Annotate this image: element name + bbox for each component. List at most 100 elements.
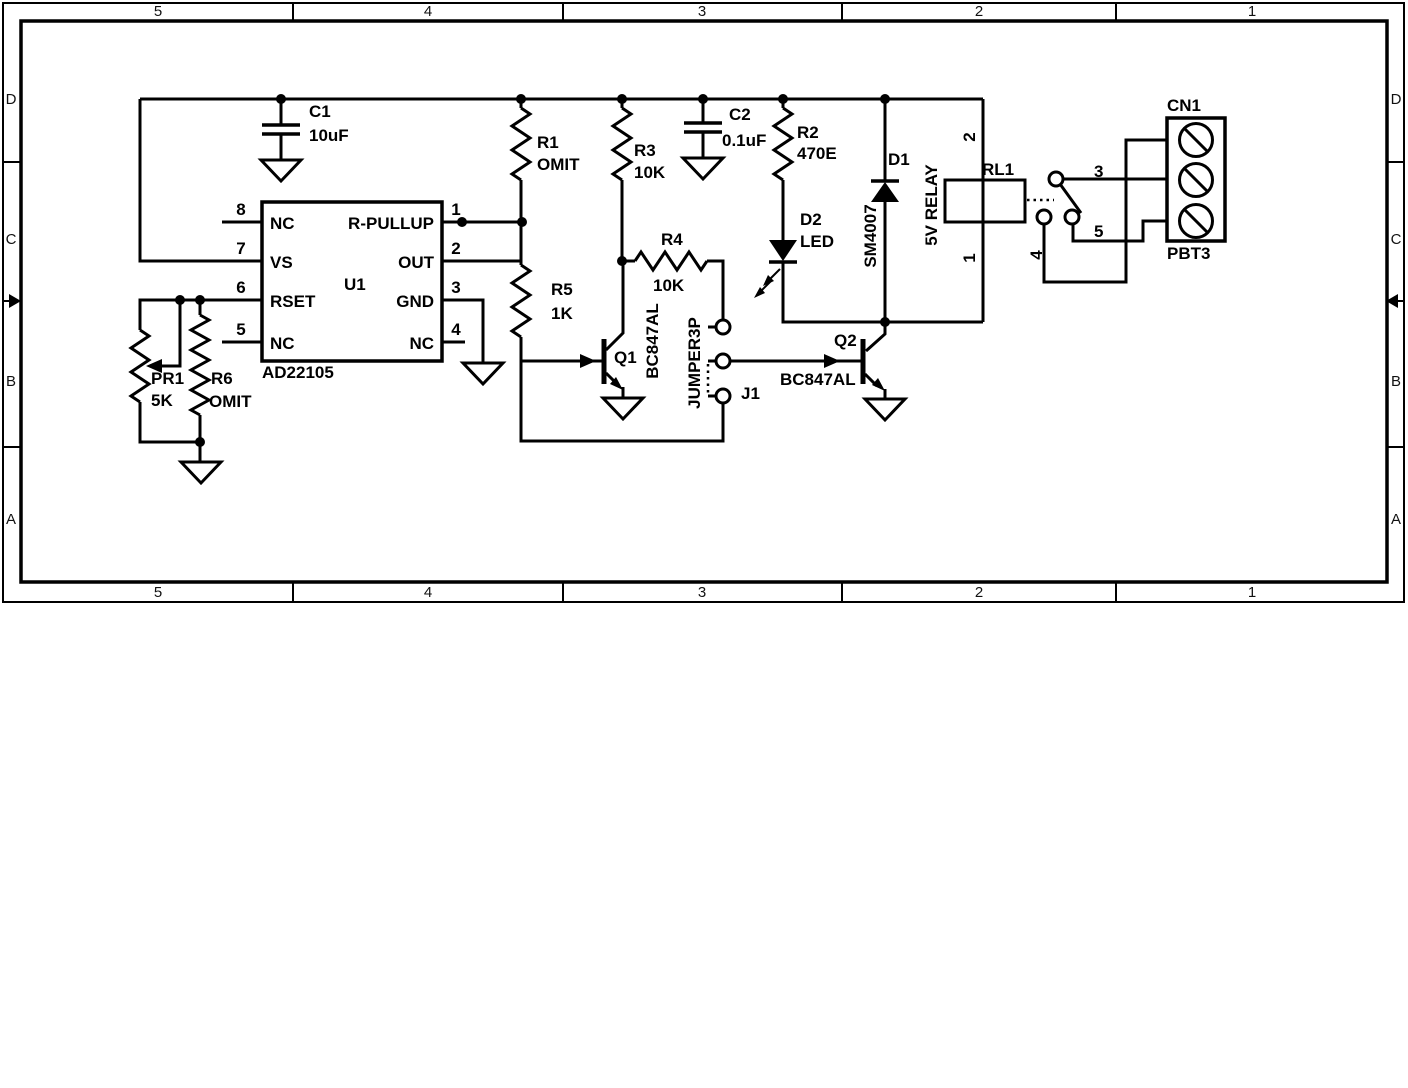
jumper-pin [714,318,732,336]
grid-row-label: D [6,91,17,108]
relay-switch-arm [1058,183,1083,214]
junction-dot [880,94,890,104]
junction-dot [276,94,286,104]
resistor-r2: R2 470E [771,106,837,182]
part-number: AD22105 [262,363,334,382]
part-value: SM4007 [861,204,880,267]
ground-symbol [177,460,225,486]
ref-designator: PR1 [151,369,184,388]
transistor-q2: Q2 BC847AL [780,331,909,423]
resistor-body [610,106,634,182]
part-value: JUMPER3P [685,317,704,409]
grid-row-label: B [1391,373,1401,390]
jumper-pin [714,387,732,405]
sheet-frame: 5 4 3 2 1 5 4 3 2 1 D C B A D C B A [2,2,1405,603]
part-value: OMIT [537,155,580,174]
relay-contact [1063,208,1081,226]
grid-row-label: A [1391,511,1401,528]
grid-col-label: 3 [698,3,706,20]
junction-dots [175,94,890,447]
junction-dot [778,94,788,104]
frame-ticks [3,3,1404,602]
resistor-r5: R5 1K [509,263,573,339]
grid-col-label: 5 [154,584,162,601]
junction-dot [516,94,526,104]
part-value: 10uF [309,126,349,145]
ref-designator: Q2 [834,331,857,350]
ref-designator: C2 [729,105,751,124]
part-value: OMIT [209,392,252,411]
pin-name: RSET [270,292,316,311]
pin-number: 6 [236,278,245,297]
relay-contact [1047,170,1065,188]
base-arrow-icon [580,354,596,368]
capacitor-plates [262,123,300,136]
junction-dot [617,94,627,104]
pin-number: 3 [451,278,460,297]
part-value: 1K [551,304,573,323]
relay-contact [1035,208,1053,226]
transistor-q1: Q1 BC847AL [580,303,662,422]
resistor-r4: R4 10K [633,230,709,295]
pin-name: GND [396,292,434,311]
resistor-body [509,263,533,339]
part-value: 0.1uF [722,131,766,150]
grid-col-label: 3 [698,584,706,601]
part-value: 5K [151,391,173,410]
diode-d1: D1 SM4007 [861,150,910,268]
right-center-arrow-icon [1386,294,1398,308]
frame-outer-border [2,2,1405,603]
left-center-arrow-icon [9,294,21,308]
part-value: 10K [653,276,685,295]
pin-number: 7 [236,239,245,258]
pin-number: 2 [960,132,979,141]
grid-row-label: D [1391,91,1402,108]
part-value: 470E [797,144,837,163]
pin-number: 3 [1094,162,1103,181]
ground-symbol [861,397,909,423]
pin-name: NC [270,334,295,353]
part-value: 10K [634,163,666,182]
grid-col-label: 1 [1248,584,1256,601]
grid-col-label: 1 [1248,3,1256,20]
pin-number: 8 [236,200,245,219]
pin-name: NC [409,334,434,353]
resistor-body [128,328,152,404]
led-d2: D2 LED [754,210,834,298]
terminal-block-body [1165,116,1227,243]
pin-number: 1 [451,200,460,219]
ic-u1: 8 7 6 5 1 2 3 4 NC VS RSET NC R-PULLUP O… [236,200,507,387]
junction-dot [457,217,467,227]
screw-slots [1183,127,1209,234]
grid-col-label: 5 [154,3,162,20]
ground-symbol [599,396,647,422]
part-value: PBT3 [1167,244,1210,263]
ref-designator: R5 [551,280,573,299]
junction-dot [517,217,527,227]
relay-rl1: RL1 5V RELAY 2 1 3 5 4 [922,132,1103,262]
base-arrow-icon [824,354,840,368]
jumper-j1: JUMPER3P J1 [685,317,760,409]
junction-dot [195,437,205,447]
pin-name: NC [270,214,295,233]
ground-symbol [257,158,305,184]
capacitor-c2: C2 0.1uF [679,105,766,182]
resistor-body [509,106,533,182]
ref-designator: R6 [211,369,233,388]
capacitor-plates [684,121,722,134]
junction-dot [195,295,205,305]
ref-designator: U1 [344,275,366,294]
pin-name: R-PULLUP [348,214,434,233]
resistor-body [771,106,795,182]
grid-col-label: 4 [424,584,432,601]
relay-coil [943,178,1027,224]
grid-col-label: 4 [424,3,432,20]
connector-cn1: CN1 PBT3 [1165,96,1227,263]
pin-number: 5 [236,320,245,339]
emitter-arrow-icon [872,378,885,391]
pin-number: 4 [1027,250,1046,260]
ref-designator: J1 [741,384,760,403]
ic-body [260,200,444,363]
ref-designator: R3 [634,141,656,160]
resistor-body [633,249,709,273]
